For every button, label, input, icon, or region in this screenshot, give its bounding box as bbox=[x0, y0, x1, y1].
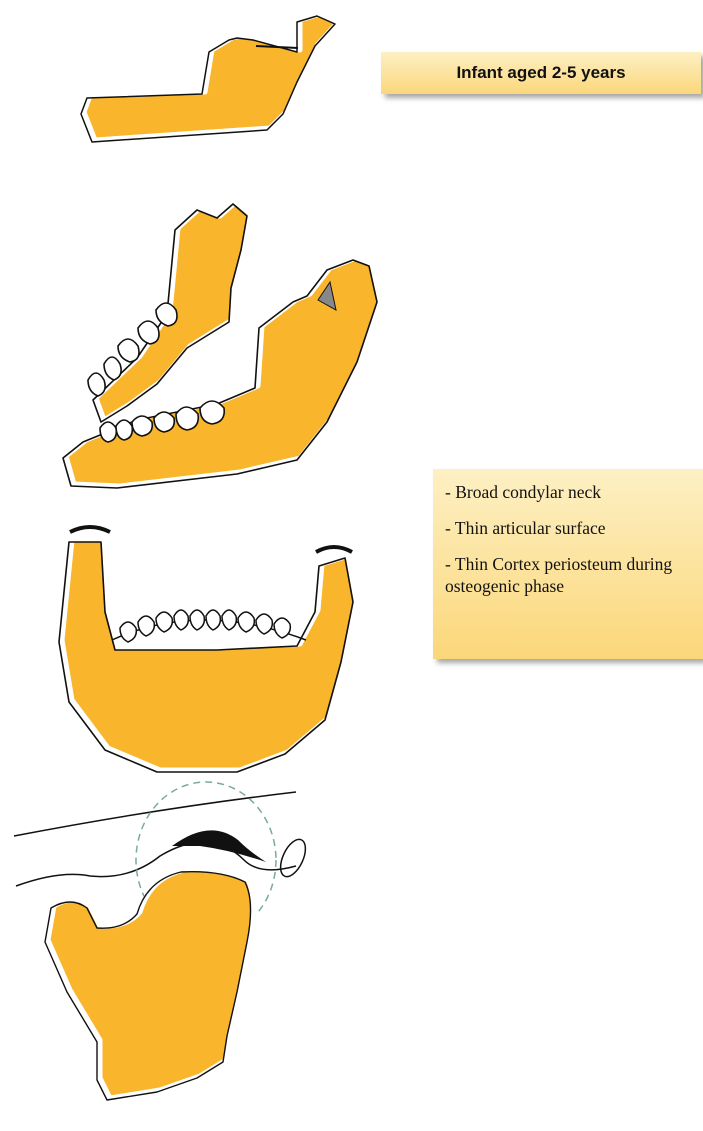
feature-thin-cortex-periosteum: - Thin Cortex periosteum during osteogen… bbox=[445, 553, 695, 597]
feature-thin-articular-surface: - Thin articular surface bbox=[445, 517, 695, 539]
mandible-frontal-view-with-teeth bbox=[59, 527, 356, 772]
tmj-condyle-sagittal-view bbox=[14, 782, 311, 1100]
features-box: - Broad condylar neck - Thin articular s… bbox=[433, 469, 703, 659]
mandible-infant-lateral-view bbox=[81, 14, 338, 142]
title-box: Infant aged 2-5 years bbox=[381, 52, 701, 94]
mandible-oblique-views-with-teeth bbox=[63, 202, 380, 488]
title-label: Infant aged 2-5 years bbox=[456, 63, 625, 83]
feature-broad-condylar-neck: - Broad condylar neck bbox=[445, 481, 695, 503]
